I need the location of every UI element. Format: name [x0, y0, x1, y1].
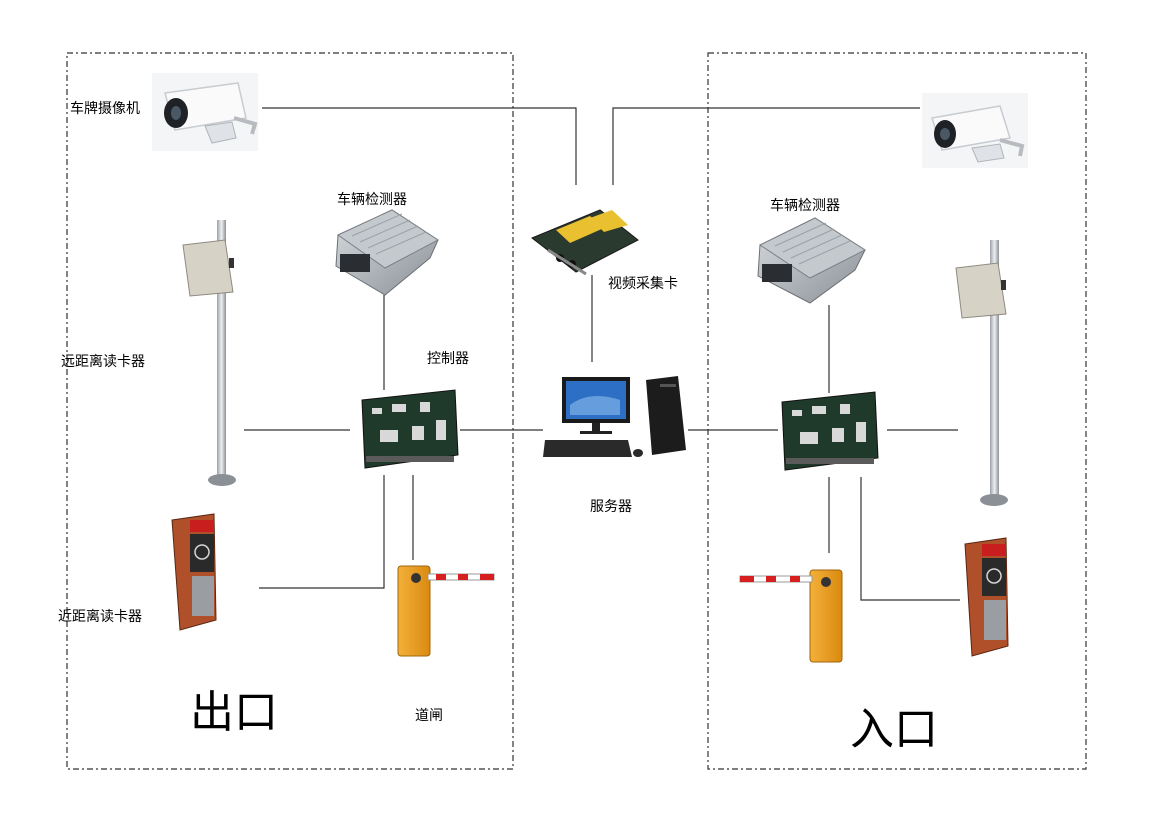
plate-camera-right [922, 93, 1028, 168]
vehicle-detector-left-label: 车辆检测器 [337, 192, 407, 208]
vehicle-detector-left [335, 209, 439, 296]
server-computer [543, 376, 686, 457]
connection-lines [244, 107, 960, 601]
plate-camera-label: 车牌摄像机 [70, 101, 140, 117]
server-label: 服务器 [590, 499, 632, 515]
controller-board-right [781, 391, 879, 471]
short-range-reader-label: 近距离读卡器 [58, 609, 142, 625]
barrier-gate-label: 道闸 [415, 708, 443, 724]
short-range-reader-right [964, 537, 1009, 657]
short-range-reader-left [171, 513, 217, 631]
long-range-reader-right [955, 240, 1008, 506]
barrier-gate-right [739, 569, 843, 663]
controller-board-left [361, 389, 459, 469]
exit-zone-border [66, 52, 514, 770]
video-capture-card-label: 视频采集卡 [608, 276, 678, 292]
controller-label: 控制器 [427, 351, 469, 367]
vehicle-detector-right [757, 217, 867, 304]
video-capture-card [531, 209, 639, 276]
plate-camera-left [152, 73, 258, 151]
barrier-gate-left [397, 565, 495, 657]
vehicle-detector-right-label: 车辆检测器 [770, 198, 840, 214]
entry-zone-title: 入口 [850, 704, 938, 755]
long-range-reader-left [182, 220, 236, 486]
long-range-reader-label: 远距离读卡器 [61, 354, 145, 370]
exit-zone-title: 出口 [190, 687, 278, 738]
entry-zone-border [707, 52, 1087, 770]
